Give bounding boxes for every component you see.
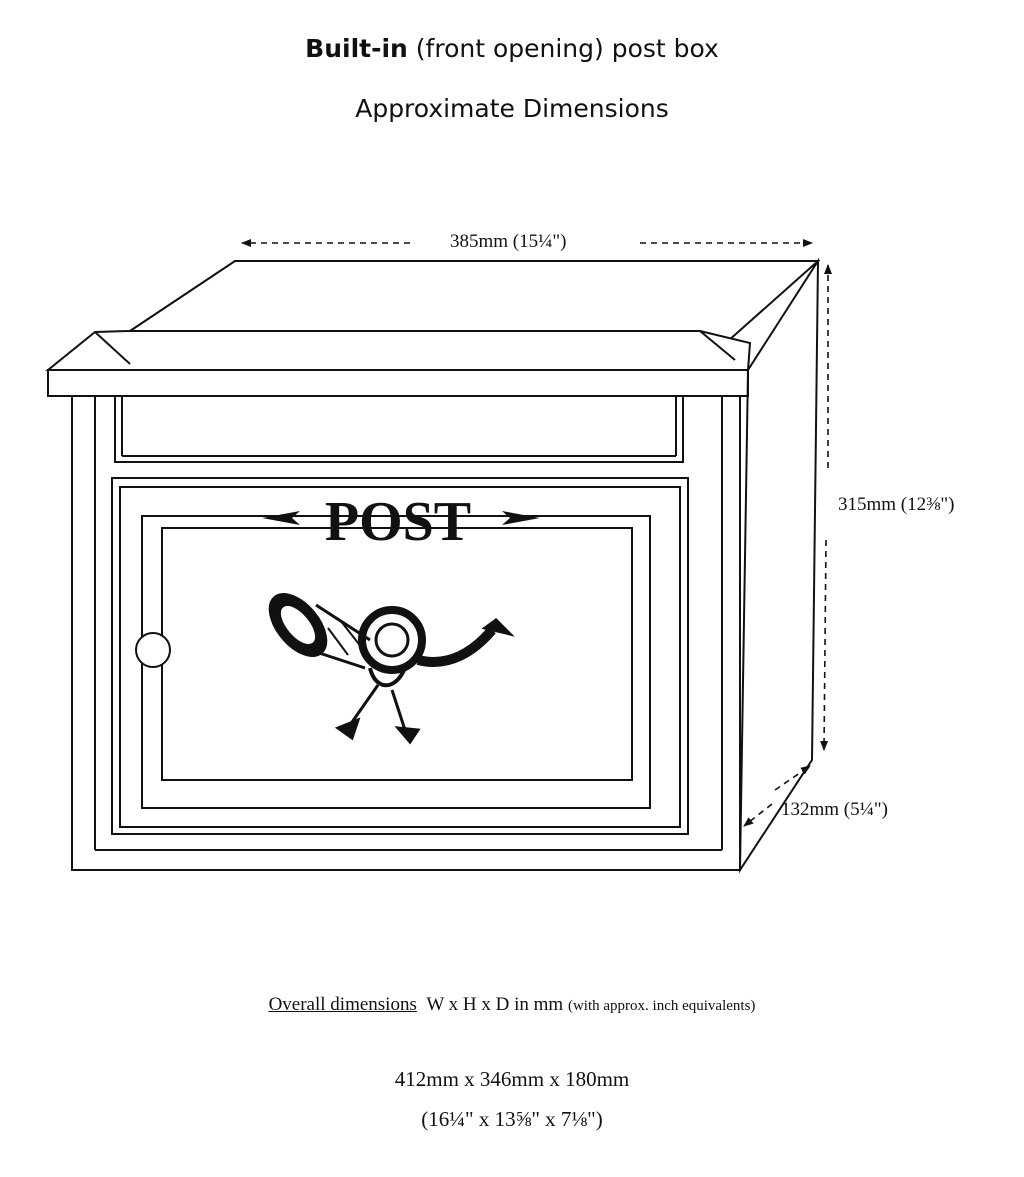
overall-note: (with approx. inch equivalents): [567, 998, 756, 1014]
title-bold: Built-in: [305, 34, 408, 63]
title-rest: (front opening) post box: [407, 34, 719, 63]
depth-arrow-top: [774, 765, 811, 791]
overall-dimensions-line: Overall dimensions W x H x D in mm (with…: [0, 994, 1024, 1016]
depth-dimension-label: 132mm (5¼"): [781, 799, 888, 820]
width-dimension-label: 385mm (15¼"): [450, 231, 567, 252]
post-horn-icon: [268, 593, 515, 745]
page-title: Built-in (front opening) post box: [0, 34, 1024, 63]
door-knob: [135, 632, 171, 668]
overall-label: Overall dimensions: [268, 994, 417, 1015]
depth-arrow-bottom: [743, 803, 773, 827]
height-dimension-label: 315mm (12⅜"): [838, 494, 955, 515]
page-subtitle: Approximate Dimensions: [355, 94, 669, 123]
post-flourish: [262, 511, 540, 525]
height-arrow-bottom: [820, 539, 829, 751]
lid: [45, 260, 821, 397]
inch-dimensions: (16¼" x 13⅝" x 7⅛"): [421, 1107, 603, 1131]
post-label: POST: [325, 491, 471, 553]
overall-axes: W x H x D in mm: [426, 994, 564, 1015]
letter-slot: [114, 395, 684, 463]
dimension-lines: [241, 239, 832, 827]
box-side: [738, 257, 820, 874]
mm-dimensions: 412mm x 346mm x 180mm: [394, 1067, 630, 1091]
